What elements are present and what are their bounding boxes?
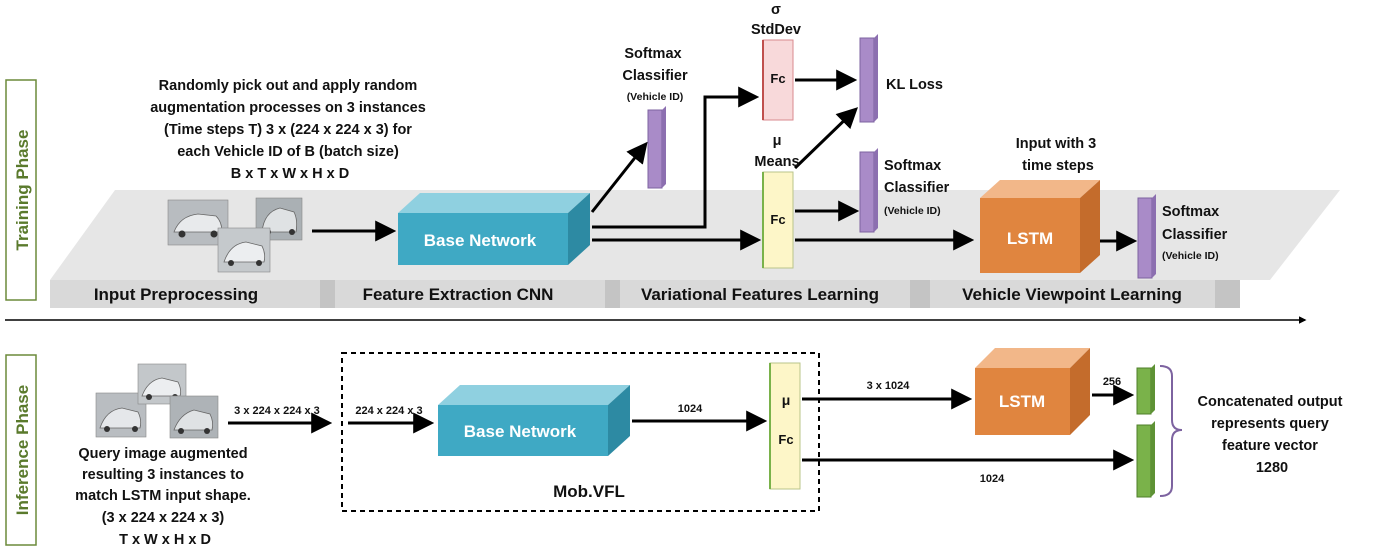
arrow-base-to-softmax1 [590,141,648,213]
inference-phase-label: Inference Phase [5,354,37,546]
base-network-inference: Base Network [438,385,630,456]
softmax2-label: Softmax Classifier [884,158,950,196]
mobvfl-box [341,352,820,512]
softmax1-label: Softmax Classifier [622,46,688,84]
training-caption: Randomly pick out and apply random augme… [150,78,430,182]
base-network-training: Base Network [398,193,590,265]
svg-text:Base Network: Base Network [464,422,577,441]
stage-platform-variational-features [620,190,1000,308]
lstm-note: Input with 3 time steps [1016,136,1101,174]
svg-text:Inference Phase: Inference Phase [13,385,32,515]
query-car-image-1 [95,392,147,438]
kl-loss-bar [859,34,878,123]
softmax1-bar [647,106,666,189]
lstm-training-block: LSTM [980,180,1100,273]
query-car-image-3 [169,395,219,439]
output-bar-1024 [1136,421,1155,498]
softmax3-sub: (Vehicle ID) [1162,250,1219,262]
output-caption: Concatenated output represents query fea… [1197,394,1346,476]
car-image-3 [217,227,271,273]
kl-loss-label: KL Loss [886,77,943,93]
softmax3-bar [1137,194,1156,279]
inference-vehicle-images [95,363,219,439]
query-caption: Query image augmented resulting 3 instan… [75,446,255,548]
softmax3-label: Softmax Classifier [1162,204,1228,243]
svg-text:Training Phase: Training Phase [13,130,32,251]
softmax1-sub: (Vehicle ID) [627,91,684,103]
input-shape-label: 3 x 224 x 224 x 3 [234,405,320,417]
softmax2-bar [859,148,878,233]
sigma-fc-block: Fc [762,39,794,121]
query-car-image-2 [137,363,187,405]
lstm-inference-block: LSTM [975,348,1090,435]
output-bar-256 [1136,364,1155,415]
stage-label-vehicle-viewpoint: Vehicle Viewpoint Learning [962,285,1182,304]
mu-symbol: μ [773,133,782,149]
stage-label-feature-extraction: Feature Extraction CNN [363,285,554,304]
dim-256-label: 256 [1103,376,1121,388]
arrow-base-to-sigma [592,86,760,229]
svg-text:LSTM: LSTM [999,392,1045,411]
svg-text:Fc: Fc [770,71,785,86]
arrow-mu-to-kl [793,107,859,170]
training-phase-label: Training Phase [5,79,37,301]
concat-brace [1159,365,1183,497]
base-input-label: 224 x 224 x 3 [355,405,422,417]
svg-text:LSTM: LSTM [1007,229,1053,248]
dim-1024-label-a: 1024 [678,403,703,415]
sigma-symbol: σ [771,2,781,18]
stage-label-input-preprocessing: Input Preprocessing [94,285,258,304]
lstm-input-label: 3 x 1024 [867,380,911,392]
svg-text:Fc: Fc [778,432,793,447]
mobvfl-label: Mob.VFL [553,482,625,501]
svg-text:μ: μ [782,392,791,408]
mu-fc-block: Fc [762,171,794,269]
mu-label: Means [754,154,799,170]
sigma-label: StdDev [751,22,801,38]
svg-text:Fc: Fc [770,212,785,227]
stage-label-variational-features: Variational Features Learning [641,285,879,304]
softmax2-sub: (Vehicle ID) [884,205,941,217]
mu-fc-inference: μ Fc [769,362,801,490]
svg-text:Base Network: Base Network [424,231,537,250]
training-vehicle-images [167,197,303,273]
dim-1024-label-b: 1024 [980,473,1005,485]
